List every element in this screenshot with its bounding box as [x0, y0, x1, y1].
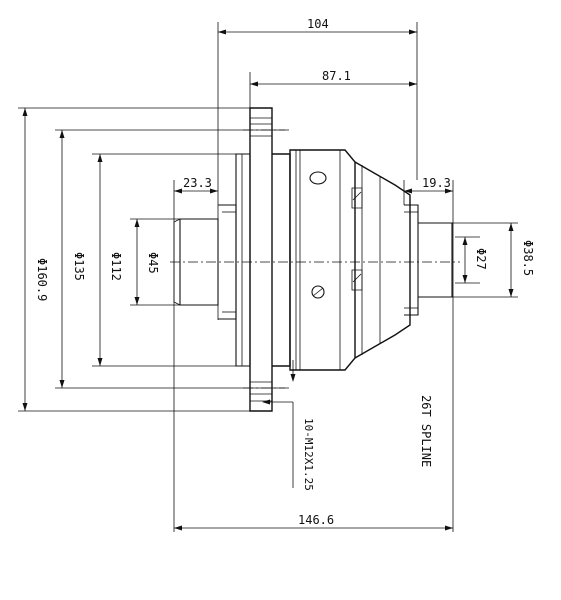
center-lines	[170, 129, 460, 389]
dim-dia-27: Φ27	[474, 248, 488, 270]
dim-dia-160-9: Φ160.9	[35, 258, 49, 301]
dim-dia-38-5: Φ38.5	[521, 240, 535, 276]
spline-note: 26T SPLINE	[419, 395, 433, 467]
part-outline	[173, 107, 453, 412]
dim-19-3: 19.3	[422, 176, 451, 190]
dimension-lines	[22, 29, 514, 531]
dim-dia-45: Φ45	[146, 252, 160, 274]
dim-23-3: 23.3	[183, 176, 212, 190]
dim-104: 104	[307, 17, 329, 31]
bolt-note: 10-M12X1.25	[302, 418, 315, 491]
dim-dia-112: Φ112	[109, 252, 123, 281]
dim-146-6: 146.6	[298, 513, 334, 527]
dim-87-1: 87.1	[322, 69, 351, 83]
dimension-labels: 104 87.1 23.3 19.3 146.6 Φ160.9 Φ135 Φ11…	[35, 17, 535, 527]
dim-dia-135: Φ135	[72, 252, 86, 281]
extension-lines	[18, 22, 518, 532]
